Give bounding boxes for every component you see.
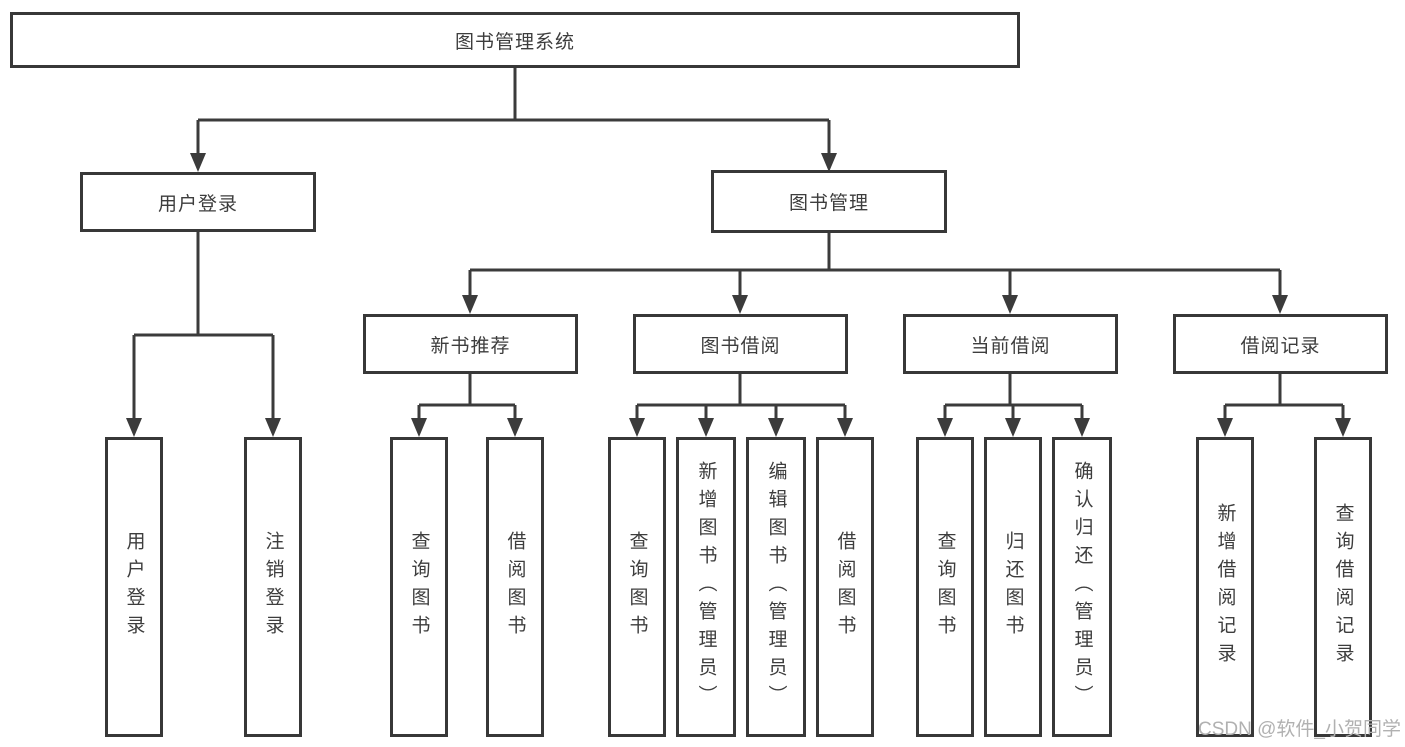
leaf-current-confirm-return-admin-label: 确认归还（管理员）	[1071, 461, 1093, 713]
leaf-current-confirm-return-admin: 确认归还（管理员）	[1052, 437, 1112, 737]
leaf-logout: 注销登录	[244, 437, 302, 737]
node-current-borrow: 当前借阅	[903, 314, 1118, 374]
node-borrow-records-label: 借阅记录	[1240, 335, 1321, 357]
leaf-borrow-borrow-book: 借阅图书	[816, 437, 874, 737]
node-book-management: 图书管理	[711, 170, 947, 233]
leaf-borrow-query-book-label: 查询图书	[626, 531, 648, 643]
leaf-borrow-edit-book-admin: 编辑图书（管理员）	[746, 437, 806, 737]
node-user-login: 用户登录	[80, 172, 316, 232]
leaf-recommend-query-book-label: 查询图书	[408, 531, 430, 643]
node-root: 图书管理系统	[10, 12, 1020, 68]
leaf-current-return-book: 归还图书	[984, 437, 1042, 737]
node-book-borrow: 图书借阅	[633, 314, 848, 374]
leaf-borrow-edit-book-admin-label: 编辑图书（管理员）	[765, 461, 787, 713]
leaf-records-query-record: 查询借阅记录	[1314, 437, 1372, 737]
leaf-recommend-query-book: 查询图书	[390, 437, 448, 737]
node-book-management-label: 图书管理	[788, 193, 869, 214]
node-borrow-records: 借阅记录	[1173, 314, 1388, 374]
leaf-current-return-book-label: 归还图书	[1002, 531, 1024, 643]
node-new-book-recommend: 新书推荐	[363, 314, 578, 374]
leaf-user-login-label: 用户登录	[123, 531, 145, 643]
node-root-label: 图书管理系统	[454, 31, 575, 53]
leaf-current-query-book: 查询图书	[916, 437, 974, 737]
leaf-borrow-add-book-admin: 新增图书（管理员）	[676, 437, 736, 737]
node-book-borrow-label: 图书借阅	[700, 335, 781, 357]
csdn-watermark: CSDN @软件_小贺同学	[1198, 719, 1401, 740]
node-user-login-label: 用户登录	[157, 193, 238, 215]
leaf-records-query-record-label: 查询借阅记录	[1332, 503, 1354, 671]
node-new-book-recommend-label: 新书推荐	[430, 335, 511, 357]
node-current-borrow-label: 当前借阅	[970, 335, 1051, 357]
leaf-borrow-query-book: 查询图书	[608, 437, 666, 737]
leaf-borrow-add-book-admin-label: 新增图书（管理员）	[695, 461, 717, 713]
leaf-records-add-record-label: 新增借阅记录	[1214, 503, 1236, 671]
leaf-borrow-borrow-book-label: 借阅图书	[834, 531, 856, 643]
leaf-user-login: 用户登录	[105, 437, 163, 737]
leaf-current-query-book-label: 查询图书	[934, 531, 956, 643]
leaf-recommend-borrow-book: 借阅图书	[486, 437, 544, 737]
leaf-records-add-record: 新增借阅记录	[1196, 437, 1254, 737]
leaf-logout-label: 注销登录	[262, 531, 284, 643]
leaf-recommend-borrow-book-label: 借阅图书	[504, 531, 526, 643]
